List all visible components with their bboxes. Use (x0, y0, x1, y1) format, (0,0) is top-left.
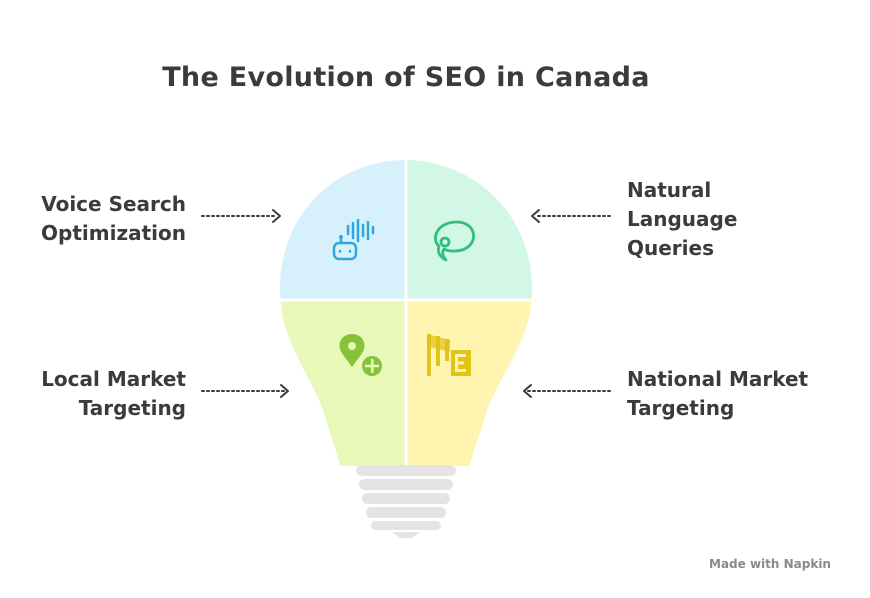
quadrant-top-right (406, 160, 532, 300)
label-line: Voice Search (41, 192, 186, 216)
quadrant-bottom-left (280, 300, 406, 466)
label-line: Targeting (627, 396, 735, 420)
bulb-base (356, 465, 456, 538)
map-flag-icon (427, 334, 471, 376)
label-line: Optimization (41, 221, 186, 245)
page-title: The Evolution of SEO in Canada (162, 62, 650, 93)
label-line: Natural (627, 178, 712, 202)
arrow-national-market (523, 384, 611, 398)
napkin-credit: Made with Napkin (709, 557, 831, 571)
label-line: Local Market (41, 367, 186, 391)
label-line: National Market (627, 367, 809, 391)
arrow-local-market (201, 384, 289, 398)
speech-bubble-icon (434, 220, 475, 262)
label-line: Targeting (78, 396, 186, 420)
label-line: Queries (627, 236, 714, 260)
label-national-market-targeting: National Market Targeting (627, 365, 808, 423)
label-line: Language (627, 207, 738, 231)
voice-assistant-robot-icon (332, 218, 375, 261)
arrow-voice-search (201, 209, 281, 223)
location-pin-plus-icon (339, 334, 382, 376)
arrow-natural-language (531, 209, 611, 223)
quadrant-top-left (280, 160, 406, 300)
label-voice-search-optimization: Voice Search Optimization (41, 190, 186, 248)
label-natural-language-queries: Natural Language Queries (627, 176, 737, 263)
label-local-market-targeting: Local Market Targeting (41, 365, 186, 423)
